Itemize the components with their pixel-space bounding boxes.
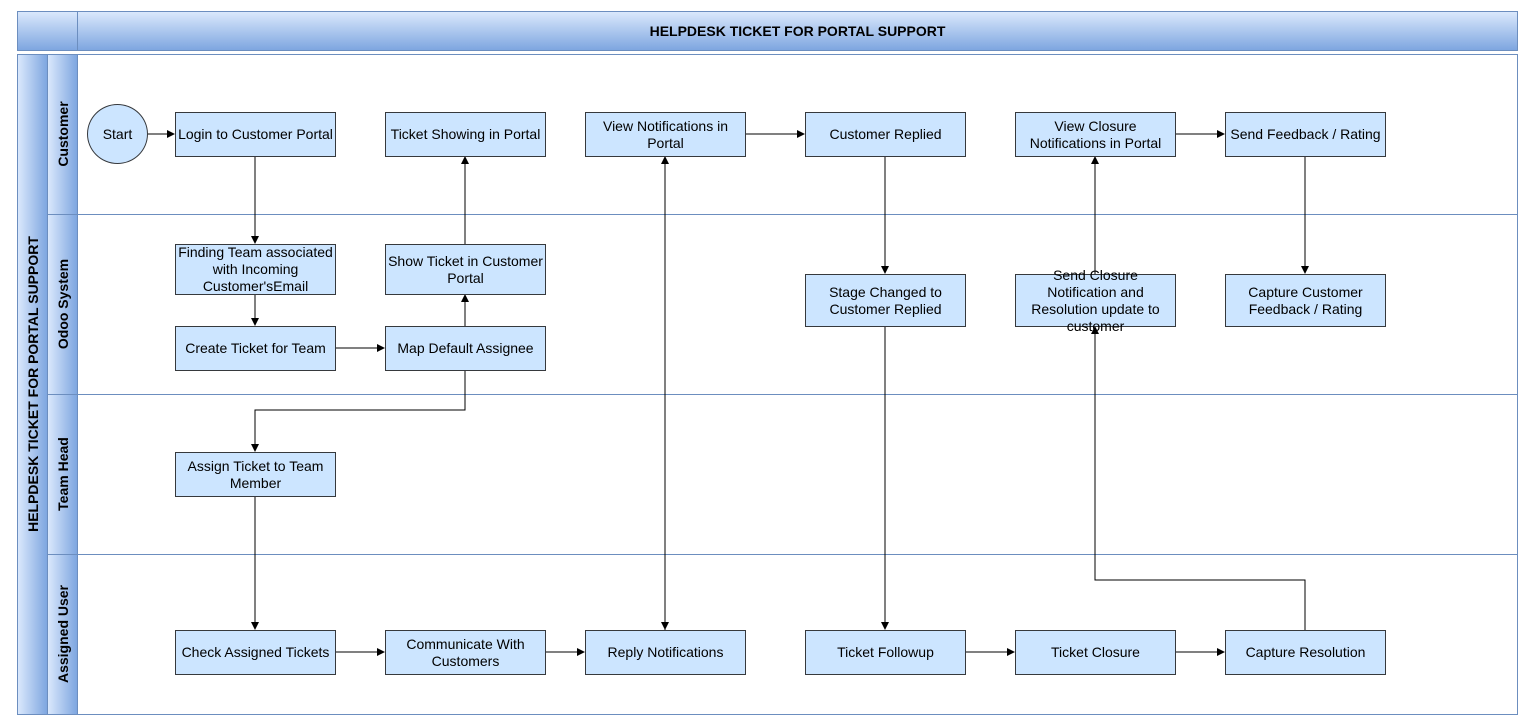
edge-map-assign: [251, 370, 466, 452]
node-create-ticket: Create Ticket for Team: [175, 326, 336, 371]
node-finding-team: Finding Team associated with Incoming Cu…: [175, 244, 336, 295]
node-login: Login to Customer Portal: [175, 112, 336, 157]
node-ticket-showing: Ticket Showing in Portal: [385, 112, 546, 157]
title-bar-corner: [17, 11, 78, 51]
node-reply-notifications: Reply Notifications: [585, 630, 746, 675]
node-assign-ticket: Assign Ticket to Team Member: [175, 452, 336, 497]
diagram-title: HELPDESK TICKET FOR PORTAL SUPPORT: [649, 23, 946, 39]
node-view-notifications: View Notifications in Portal: [585, 112, 746, 157]
node-send-feedback: Send Feedback / Rating: [1225, 112, 1386, 157]
node-communicate: Communicate With Customers: [385, 630, 546, 675]
node-ticket-followup: Ticket Followup: [805, 630, 966, 675]
node-show-ticket: Show Ticket in Customer Portal: [385, 244, 546, 295]
node-ticket-closure: Ticket Closure: [1015, 630, 1176, 675]
node-capture-feedback: Capture Customer Feedback / Rating: [1225, 274, 1386, 327]
start-node: Start: [87, 104, 148, 164]
edge-resolution-sendclosure: [1091, 326, 1306, 630]
node-check-assigned: Check Assigned Tickets: [175, 630, 336, 675]
title-bar: [77, 11, 1518, 51]
node-customer-replied: Customer Replied: [805, 112, 966, 157]
node-capture-resolution: Capture Resolution: [1225, 630, 1386, 675]
node-stage-changed: Stage Changed to Customer Replied: [805, 274, 966, 327]
node-view-closure: View Closure Notifications in Portal: [1015, 112, 1176, 157]
node-send-closure: Send Closure Notification and Resolution…: [1015, 267, 1176, 334]
node-map-assignee: Map Default Assignee: [385, 326, 546, 371]
